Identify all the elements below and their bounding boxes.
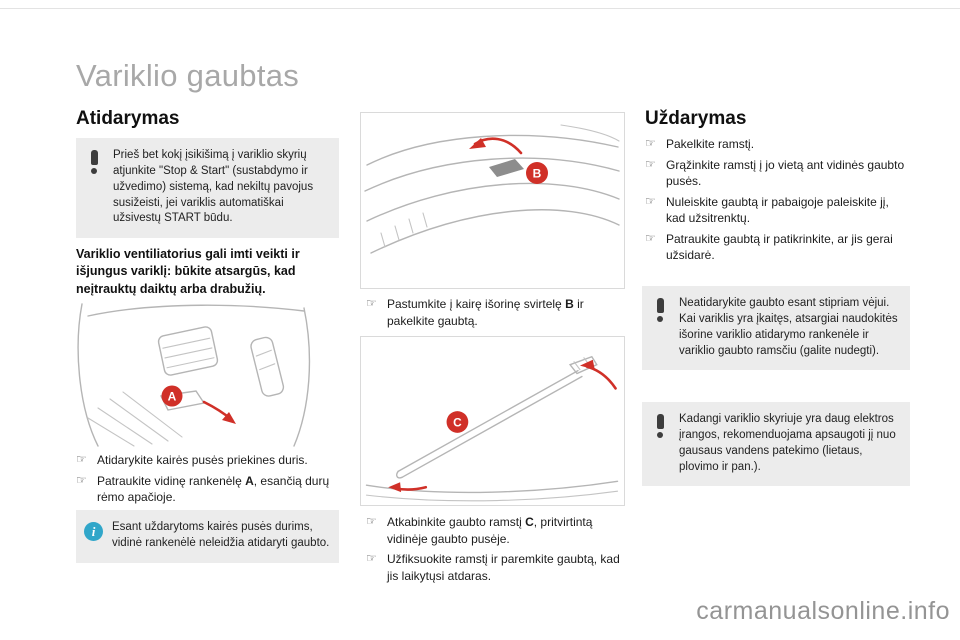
stay-step-2-text: Užfiksuokite ramstį ir paremkite gaubtą,… [387, 552, 620, 583]
step-bullet-icon: ☞ [366, 551, 377, 566]
opening-heading: Atidarymas [76, 108, 180, 129]
step-bullet-icon: ☞ [366, 296, 377, 310]
opening-step-1: ☞ Atidarykite kairės pusės priekines dur… [76, 452, 342, 469]
closing-step-3: ☞ Nuleiskite gaubtą ir pabaigoje paleisk… [645, 194, 911, 227]
warning-icon-bar [90, 150, 98, 165]
stop-start-warning-text: Prieš bet kokį įsikišimą į variklio skyr… [113, 149, 314, 225]
closing-step-4: ☞ Patraukite gaubtą ir patikrinkite, ar … [645, 231, 911, 264]
watermark-text: carmanualsonline.info [696, 597, 950, 625]
stay-step-1-text: Atkabinkite gaubto ramstį C, pritvirtint… [387, 514, 624, 547]
svg-text:C: C [453, 415, 462, 429]
opening-step-2-text: Patraukite vidinę rankenėlę A, esančią d… [97, 473, 342, 506]
warning-icon-bar [656, 298, 664, 313]
closing-step-3-text: Nuleiskite gaubtą ir pabaigoje paleiskit… [666, 194, 889, 226]
step-bullet-icon: ☞ [645, 136, 656, 150]
slide-arrow-head [388, 482, 402, 493]
step-ref-c: C [525, 515, 534, 529]
fan-warning-text: Variklio ventiliatorius gali imti veikti… [76, 247, 300, 296]
opening-step-2: ☞ Patraukite vidinę rankenėlę A, esančią… [76, 473, 342, 506]
svg-text:B: B [533, 167, 542, 181]
step-bullet-icon: ☞ [76, 472, 87, 487]
door-info-box: i Esant uždarytoms kairės pusės durims, … [76, 510, 339, 563]
closing-step-2-text: Grąžinkite ramstį į jo vietą ant vidinės… [666, 157, 905, 189]
page-edge-rule [0, 8, 960, 9]
step-text-part: , pritvirtintą vidinėje gaubto pusėje. [387, 515, 593, 546]
closing-heading: Uždarymas [645, 108, 747, 129]
label-c-marker: C [446, 411, 469, 433]
door-info-text: Esant uždarytoms kairės pusės durims, vi… [112, 521, 330, 549]
warning-icon-bar [656, 414, 664, 429]
hood-lever-illustration: B [360, 112, 625, 289]
unhook-arrow [585, 365, 617, 390]
step-bullet-icon: ☞ [366, 514, 377, 528]
stay-steps: ☞ Atkabinkite gaubto ramstį C, pritvirti… [366, 514, 624, 584]
step-text-part: , esančią durų rėmo apačioje. [97, 473, 330, 505]
warning-icon-dot [91, 168, 97, 174]
wind-warning-line-1: Neatidarykite gaubto esant stipriam vėju… [679, 297, 890, 309]
label-a-marker: A [161, 385, 183, 407]
closing-steps: ☞ Pakelkite ramstį. ☞ Grąžinkite ramstį … [645, 136, 911, 264]
step-bullet-icon: ☞ [645, 193, 656, 208]
step-ref-a: A [245, 473, 254, 488]
warning-icon [650, 412, 670, 475]
page-title: Variklio gaubtas [76, 58, 300, 93]
step-text-part: Pastumkite į kairę išorinę svirtelę [387, 297, 566, 311]
opening-step-1-text: Atidarykite kairės pusės priekines duris… [97, 453, 308, 467]
closing-step-1: ☞ Pakelkite ramstį. [645, 136, 911, 153]
stay-step-2: ☞ Užfiksuokite ramstį ir paremkite gaubt… [366, 551, 624, 584]
hood-lever-drawing: B [364, 124, 620, 254]
wind-warning-line-2: Kai variklis yra įkaitęs, atsargiai naud… [679, 312, 898, 357]
water-warning-text: Kadangi variklio skyriuje yra daug elekt… [679, 413, 896, 473]
pedals-drawing: A [77, 303, 311, 447]
step-ref-b: B [565, 297, 574, 311]
hood-stay-illustration: C [360, 336, 625, 506]
lever-step-1: ☞ Pastumkite į kairę išorinę svirtelę B … [366, 296, 622, 329]
wind-warning-text: Neatidarykite gaubto esant stipriam vėju… [679, 296, 901, 359]
brake-pedal [157, 326, 219, 376]
warning-icon [84, 148, 104, 227]
step-text-part: ir pakelkite gaubtą. [387, 297, 584, 328]
wind-warning-box: Neatidarykite gaubto esant stipriam vėju… [642, 286, 910, 371]
closing-step-1-text: Pakelkite ramstį. [666, 137, 755, 151]
warning-icon-dot [657, 432, 663, 438]
opening-steps: ☞ Atidarykite kairės pusės priekines dur… [76, 452, 342, 506]
stay-step-1: ☞ Atkabinkite gaubto ramstį C, pritvirti… [366, 514, 624, 547]
label-b-marker: B [526, 162, 548, 184]
closing-step-4-text: Patraukite gaubtą ir patikrinkite, ar ji… [666, 231, 893, 263]
step-text-part: Atkabinkite gaubto ramstį [387, 515, 526, 529]
water-warning-box: Kadangi variklio skyriuje yra daug elekt… [642, 402, 910, 487]
pull-arrow-head [222, 412, 236, 424]
hood-lever [489, 159, 524, 177]
push-left-arrow-head [469, 138, 486, 149]
closing-step-2: ☞ Grąžinkite ramstį į jo vietą ant vidin… [645, 157, 911, 190]
info-icon: i [84, 522, 103, 541]
step-bullet-icon: ☞ [645, 156, 656, 171]
step-bullet-icon: ☞ [645, 230, 656, 245]
accelerator-pedal [250, 336, 285, 397]
svg-text:A: A [168, 390, 177, 404]
pedals-illustration: A [68, 296, 326, 452]
warning-icon-dot [657, 316, 663, 322]
step-bullet-icon: ☞ [76, 452, 87, 466]
step-text-part: Patraukite vidinę rankenėlę [97, 473, 246, 488]
lever-step-1-text: Pastumkite į kairę išorinę svirtelę B ir… [387, 296, 622, 329]
warning-icon [650, 296, 670, 359]
stop-start-warning-box: Prieš bet kokį įsikišimą į variklio skyr… [76, 138, 339, 239]
lever-steps: ☞ Pastumkite į kairę išorinę svirtelę B … [366, 296, 622, 329]
unhook-arrow-head [579, 359, 595, 370]
hood-stay-drawing: C [365, 355, 619, 502]
